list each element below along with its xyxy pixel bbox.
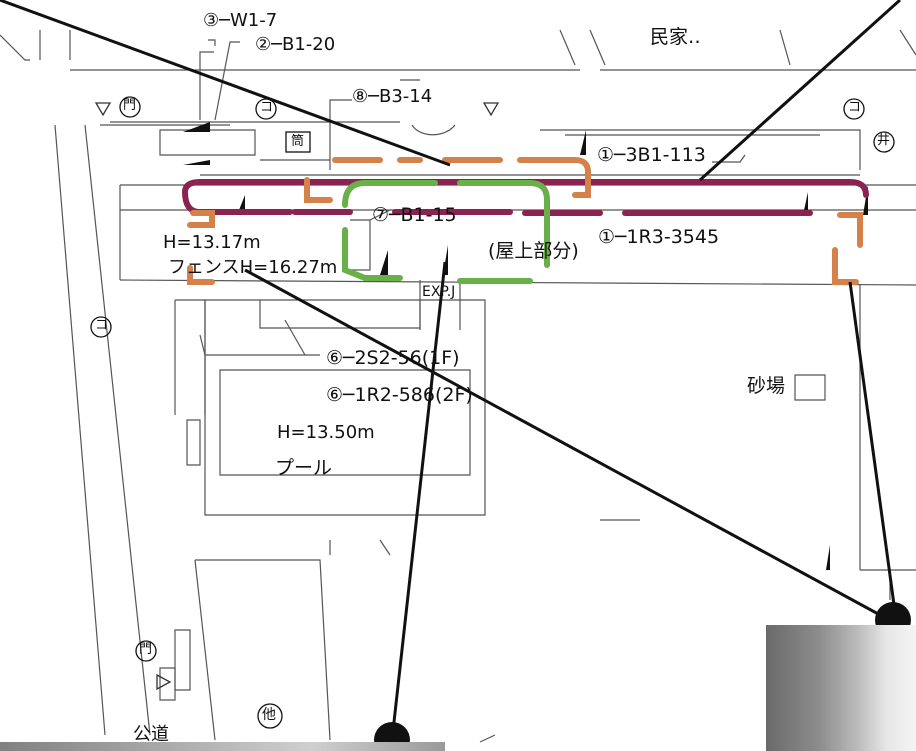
gate-symbol-bottom bbox=[135, 640, 157, 662]
photo-thumbnail-bottom bbox=[0, 742, 445, 751]
label-neighbor-house: 民家‥ bbox=[650, 26, 701, 48]
label-sandbox: 砂場 bbox=[747, 375, 786, 397]
symbol-ko-2: コ bbox=[848, 100, 862, 115]
ko-symbol-left bbox=[90, 316, 112, 338]
label-b3-14: ⑧─B3-14 bbox=[352, 86, 433, 107]
label-exp-joint: EXP.J bbox=[422, 284, 456, 300]
label-w1-7: ③─W1-7 bbox=[203, 10, 278, 31]
label-b1-20: ②─B1-20 bbox=[255, 34, 336, 55]
other-symbol bbox=[257, 703, 283, 729]
symbol-ko-1: コ bbox=[260, 100, 274, 115]
maroon-highlight bbox=[182, 179, 869, 216]
symbol-gate-bottom: 門 bbox=[139, 642, 153, 657]
tube-symbol bbox=[285, 131, 311, 153]
green-highlight bbox=[342, 180, 550, 284]
ko-symbol-2 bbox=[843, 98, 865, 120]
well-symbol bbox=[873, 131, 895, 153]
label-pool: プール bbox=[275, 457, 333, 479]
symbol-gate-top: 門 bbox=[123, 98, 137, 113]
symbol-tube: 筒 bbox=[291, 134, 305, 149]
plan-markers bbox=[183, 122, 868, 570]
label-3b1-113: ①─3B1-113 bbox=[597, 144, 706, 166]
symbol-well: 井 bbox=[877, 133, 891, 148]
gate-symbol-top bbox=[119, 96, 141, 118]
orange-highlight bbox=[187, 157, 863, 285]
label-height-1350: H=13.50m bbox=[277, 422, 375, 443]
label-height-1317: H=13.17m bbox=[163, 232, 261, 253]
photo-thumbnail-right bbox=[766, 625, 916, 751]
label-2s2-56: ⑥─2S2-56(1F) bbox=[326, 347, 460, 369]
label-public-road: 公道 bbox=[133, 724, 169, 745]
pointer-lines bbox=[0, 0, 902, 741]
label-fence-height: フェンスH=16.27m bbox=[168, 257, 338, 278]
label-b1-15: ⑦─B1-15 bbox=[372, 204, 457, 226]
symbol-ko-left: コ bbox=[95, 318, 109, 333]
label-1r2-586: ⑥─1R2-586(2F) bbox=[326, 384, 473, 406]
label-rooftop: (屋上部分) bbox=[488, 240, 579, 262]
label-1r3-3545: ①─1R3-3545 bbox=[598, 226, 720, 248]
direction-triangles bbox=[94, 102, 500, 691]
symbol-other: 他 bbox=[262, 707, 276, 723]
